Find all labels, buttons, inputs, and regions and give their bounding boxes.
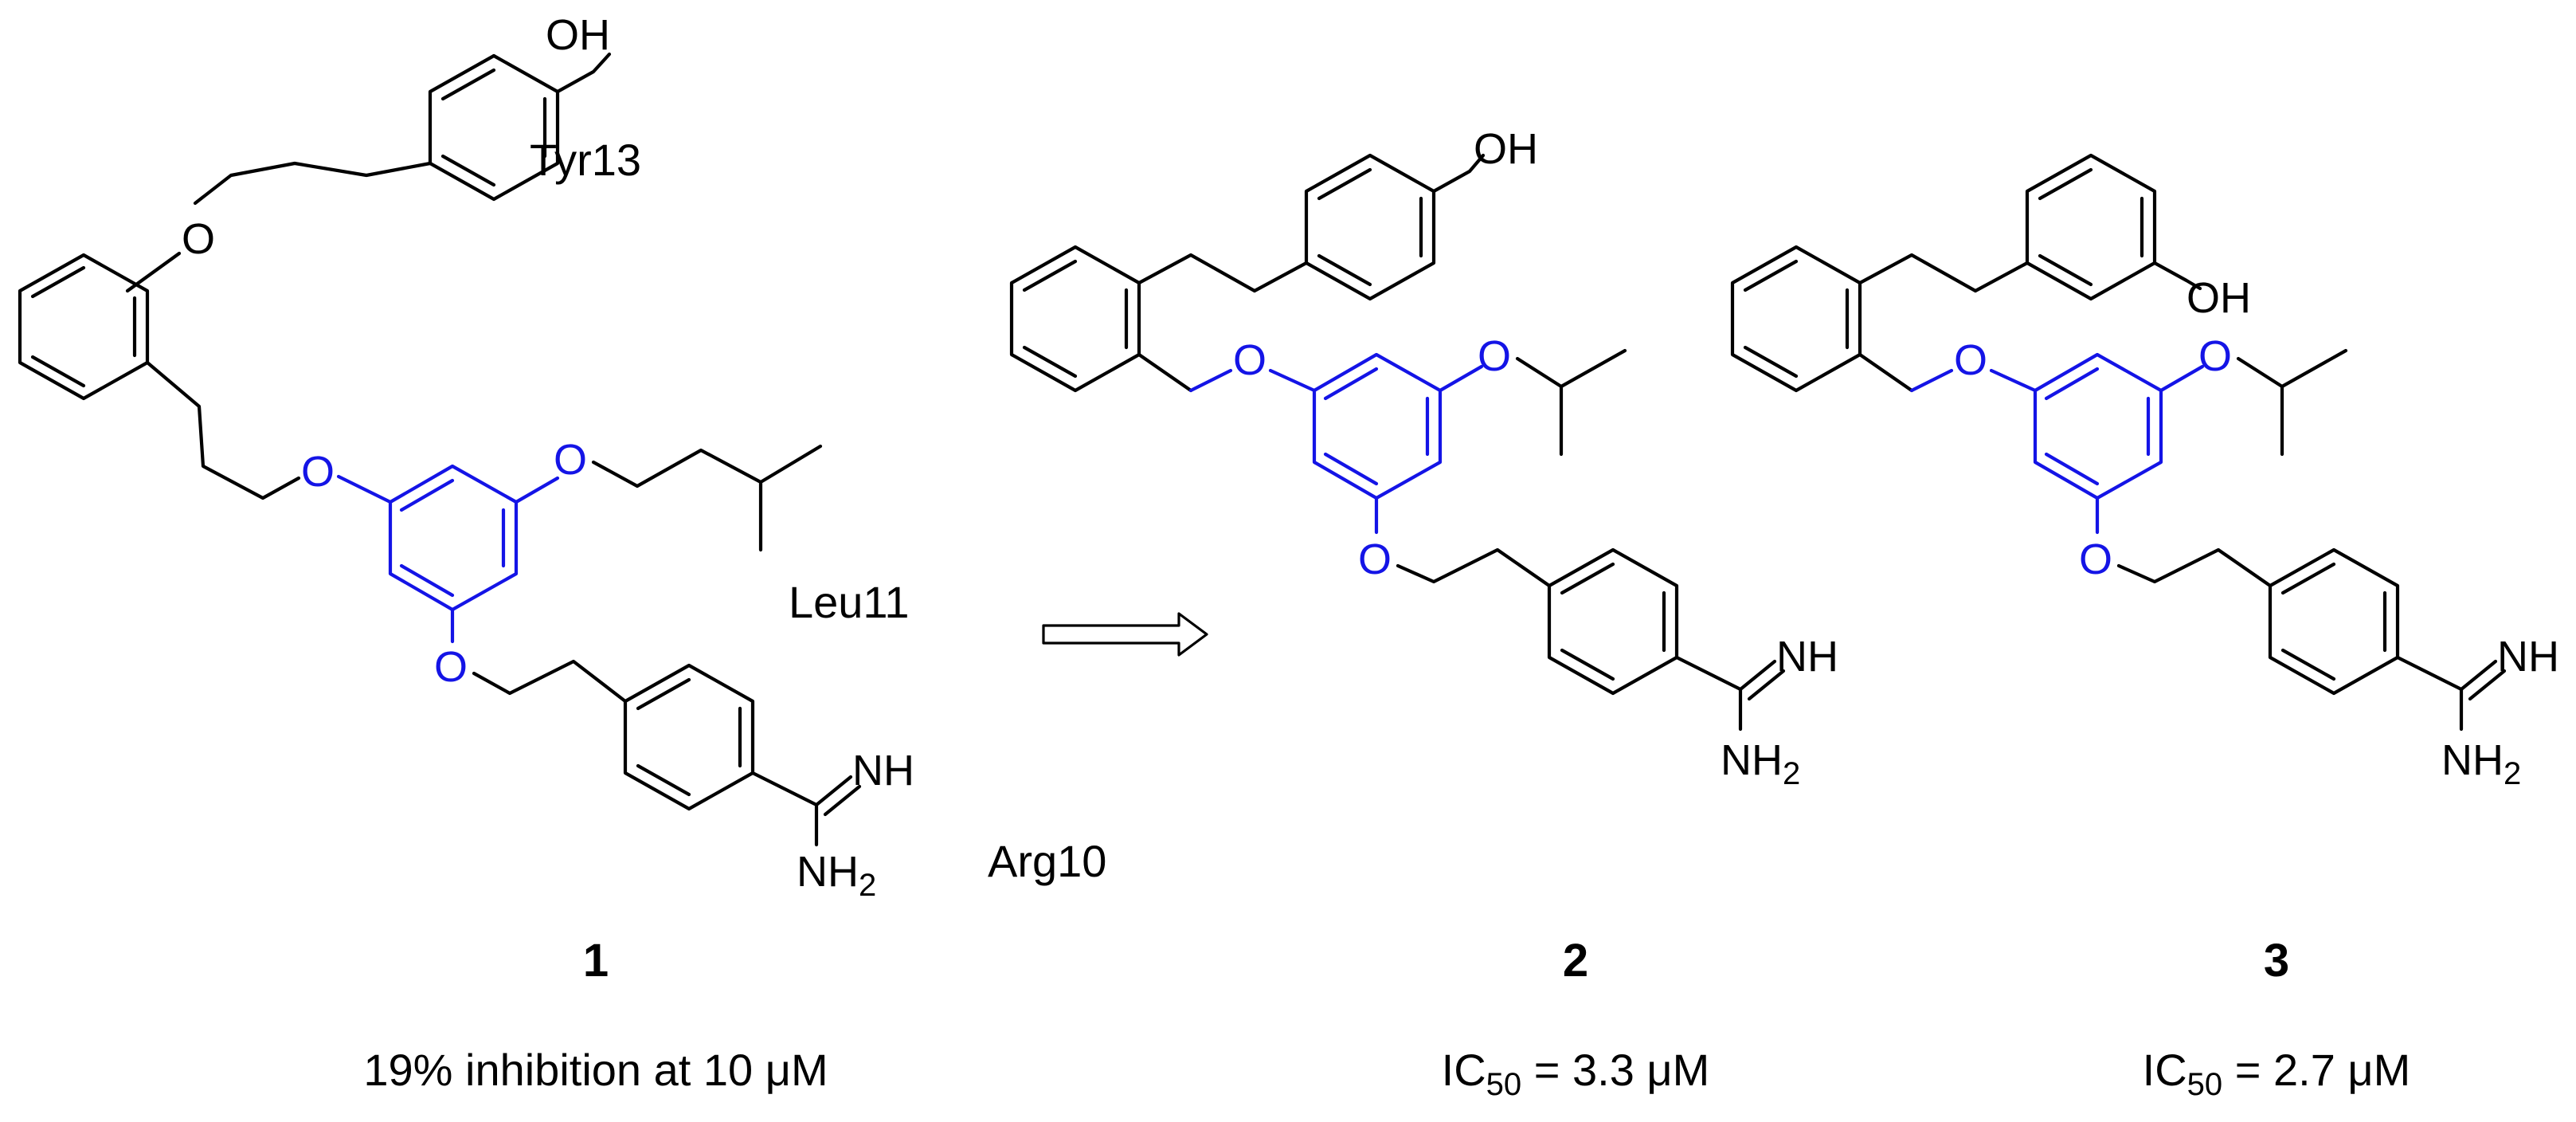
compound-1-ethyl-linker — [472, 659, 628, 704]
open-arrow-icon — [1042, 612, 1208, 657]
residue-label-leu11: Leu11 — [789, 577, 910, 627]
compound-2-phenol-ring — [1304, 153, 1486, 301]
compound-3-ether-o-core-bottom: O — [2079, 536, 2112, 583]
compound-2-ethyl-linker — [1396, 547, 1552, 588]
compound-3-ether-o-core-left: O — [1954, 336, 1987, 384]
compound-1-benzene-ring — [18, 253, 150, 401]
compound-3-core-ring — [1989, 352, 2205, 535]
compound-2-benzyl-link — [1137, 352, 1193, 393]
residue-label-arg10: Arg10 — [988, 836, 1106, 886]
compound-1-isopentyl-chain — [591, 444, 823, 552]
residue-label-tyr13: Tyr13 — [530, 135, 641, 185]
compound-1-activity: 19% inhibition at 10 μM — [363, 1045, 828, 1095]
compound-3-imine-nh: NH — [2497, 633, 2559, 681]
compound-2-number: 2 — [1563, 935, 1588, 987]
compound-1-benzamidine-ring — [623, 663, 862, 847]
compound-2-isopropyl — [1515, 348, 1627, 457]
compound-3-benzyl-link — [1858, 352, 1914, 393]
compound-3-number: 3 — [2264, 935, 2289, 987]
compound-3-ethyl-linker-top — [1858, 253, 2030, 293]
compound-3-amine-nh2: NH2 — [2441, 736, 2521, 791]
compound-2-amine-nh2: NH2 — [1721, 736, 1800, 791]
compound-1-imine-nh: NH — [852, 747, 914, 794]
compound-1-structure: OH O O O O — [18, 11, 914, 903]
compound-1-core-ring — [336, 464, 560, 644]
compound-2-ether-o-core-left: O — [1233, 336, 1266, 384]
compound-3-ether-o-core-right: O — [2198, 332, 2232, 380]
compound-3-phenol-ring — [2025, 153, 2202, 301]
compound-3-isopropyl — [2236, 348, 2348, 457]
compound-3-ethyl-linker — [2116, 547, 2273, 588]
compound-2-activity: IC50 = 3.3 μM — [1442, 1045, 1710, 1102]
compound-3-benzamidine-ring — [2268, 547, 2507, 732]
compound-1-ether-o-top: O — [182, 215, 215, 263]
compound-2-ethyl-linker-top — [1137, 253, 1309, 293]
compound-2-structure: OH O O O NH NH2 — [1009, 125, 1838, 791]
compound-1-amine-nh2: NH2 — [797, 848, 876, 903]
compound-1-oh-label: OH — [546, 11, 610, 59]
compound-1-ether-o-core-left: O — [301, 448, 335, 496]
compound-3-oh-label: OH — [2186, 274, 2251, 322]
compound-3-benzene-ring — [1730, 245, 1862, 393]
compound-2-benzamidine-ring — [1547, 547, 1786, 732]
compound-1-ether-o-core-right: O — [554, 436, 587, 484]
compound-2-imine-nh: NH — [1776, 633, 1838, 681]
compound-1-propyl-linker-top — [193, 161, 433, 206]
compound-1-propyl-linker-bottom — [145, 360, 301, 500]
compound-2-ether-o-core-bottom: O — [1358, 536, 1392, 583]
compound-3-structure: OH O O O NH NH2 — [1730, 153, 2559, 791]
compound-2-oh-label: OH — [1474, 125, 1538, 173]
compound-2-core-ring — [1268, 352, 1484, 535]
compound-1-ether-o-core-bottom: O — [434, 643, 468, 691]
compound-2-benzene-ring — [1009, 245, 1141, 393]
compound-3-activity: IC50 = 2.7 μM — [2143, 1045, 2411, 1102]
compound-1-number: 1 — [583, 935, 609, 987]
compound-2-ether-o-core-right: O — [1478, 332, 1511, 380]
